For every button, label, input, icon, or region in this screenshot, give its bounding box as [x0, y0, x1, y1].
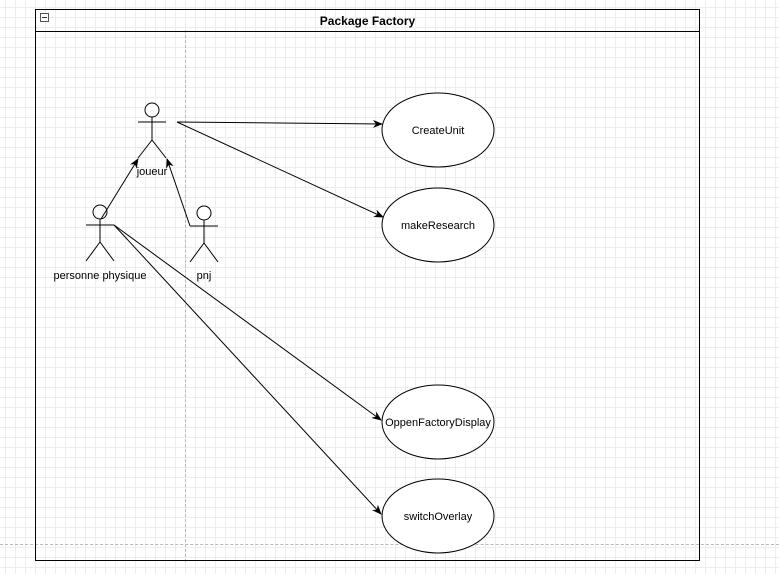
actor-pnj[interactable]: [189, 205, 219, 263]
edge-personne-joueur[interactable]: [100, 158, 139, 220]
edge-personne-switchoverlay[interactable]: [113, 224, 382, 515]
edge-pnj-joueur[interactable]: [166, 158, 191, 227]
page-break-vertical: [185, 30, 186, 562]
actor-joueur[interactable]: [137, 102, 167, 159]
actor-personne-physique-label: personne physique: [54, 270, 147, 282]
use-case-createunit-label: CreateUnit: [412, 125, 465, 137]
actor-joueur-label: joueur: [136, 166, 168, 178]
use-case-switchoverlay[interactable]: switchOverlay: [381, 478, 495, 554]
use-case-openfactorydisplay-label: OppenFactoryDisplay: [385, 417, 491, 429]
use-case-openfactorydisplay[interactable]: OppenFactoryDisplay: [381, 384, 495, 460]
associations: [100, 119, 384, 515]
actor-pnj-label: pnj: [197, 270, 212, 282]
package-title: Package Factory: [319, 14, 416, 28]
edge-joueur-makeresearch[interactable]: [176, 121, 384, 218]
page-break-horizontal: [0, 544, 779, 545]
use-case-switchoverlay-label: switchOverlay: [404, 511, 473, 523]
edge-personne-openfactorydisplay[interactable]: [113, 224, 382, 421]
use-case-createunit[interactable]: CreateUnit: [381, 92, 495, 168]
actor-pnj-head: [196, 205, 212, 221]
actor-personne-physique[interactable]: [85, 204, 115, 262]
actor-joueur-head: [144, 102, 160, 118]
package-header[interactable]: Package Factory: [36, 10, 699, 32]
collapse-icon[interactable]: [40, 13, 49, 22]
use-case-makeresearch-label: makeResearch: [401, 220, 475, 232]
use-case-makeresearch[interactable]: makeResearch: [381, 187, 495, 263]
package-frame[interactable]: Package Factory: [35, 9, 700, 561]
edge-joueur-createunit[interactable]: [176, 119, 383, 128]
